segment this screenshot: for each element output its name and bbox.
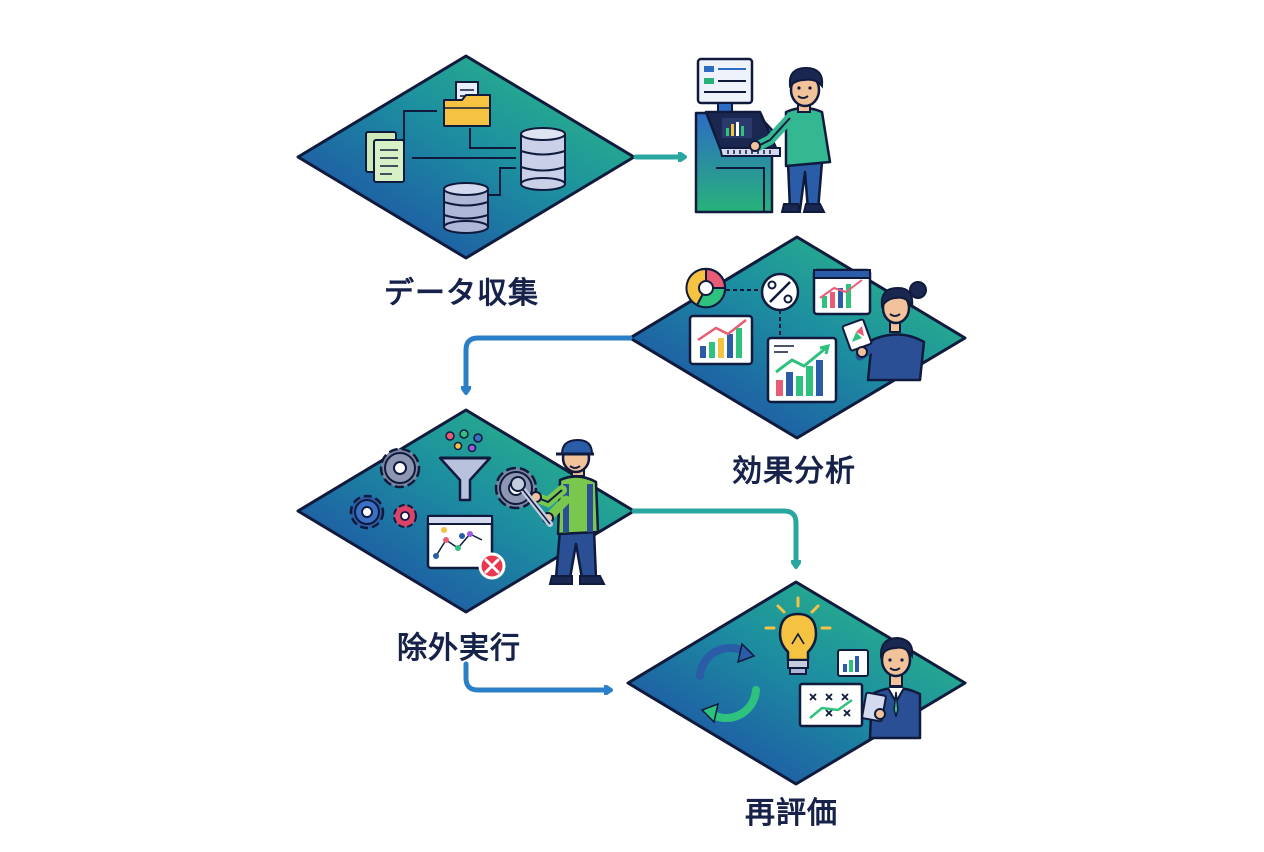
- cycle-arrows-icon: [696, 642, 760, 724]
- collect-icons: [365, 81, 566, 234]
- document-icon: [365, 131, 405, 183]
- analysis-icons: [685, 267, 927, 404]
- strategy-board-icon: [798, 682, 864, 728]
- analyst-person-icon: [841, 281, 927, 382]
- scatter-chart-icon: [426, 514, 494, 570]
- step-label-exclude: 除外実行: [397, 631, 521, 666]
- gear-icon-blue: [349, 494, 385, 530]
- kiosk-terminal-icon: [694, 57, 781, 214]
- funnel-icon: [438, 429, 492, 502]
- reevaluate-icons: [696, 596, 922, 740]
- percent-icon: [760, 272, 800, 312]
- remove-icon: [478, 552, 506, 580]
- worker-person-icon: [510, 438, 606, 585]
- bar-chart-icon-mini: [837, 649, 869, 677]
- arrow-exclude-to-reevaluate: [631, 508, 796, 566]
- gear-icon-pink: [393, 504, 417, 528]
- database-icon: [520, 127, 566, 191]
- database-icon-secondary: [443, 182, 489, 234]
- gear-icon: [379, 447, 421, 489]
- folder-icon: [443, 81, 491, 127]
- bar-chart-icon-trend: [688, 314, 754, 366]
- step-diamond-reevaluate: [626, 580, 967, 786]
- person-icon: [749, 66, 832, 213]
- pie-chart-icon: [685, 267, 727, 309]
- exclude-icons: [349, 429, 606, 585]
- step-label-collect: データ収集: [384, 276, 539, 311]
- bar-chart-icon: [812, 268, 872, 316]
- lightbulb-icon: [764, 596, 832, 675]
- bar-chart-icon-large: [766, 336, 838, 404]
- step-label-reevaluate: 再評価: [745, 796, 838, 831]
- step-label-analysis: 効果分析: [732, 454, 856, 489]
- businessman-icon: [861, 636, 922, 740]
- arrow-exclude-label-to-reevaluate: [463, 661, 610, 690]
- arrow-analysis-to-exclude: [466, 335, 633, 392]
